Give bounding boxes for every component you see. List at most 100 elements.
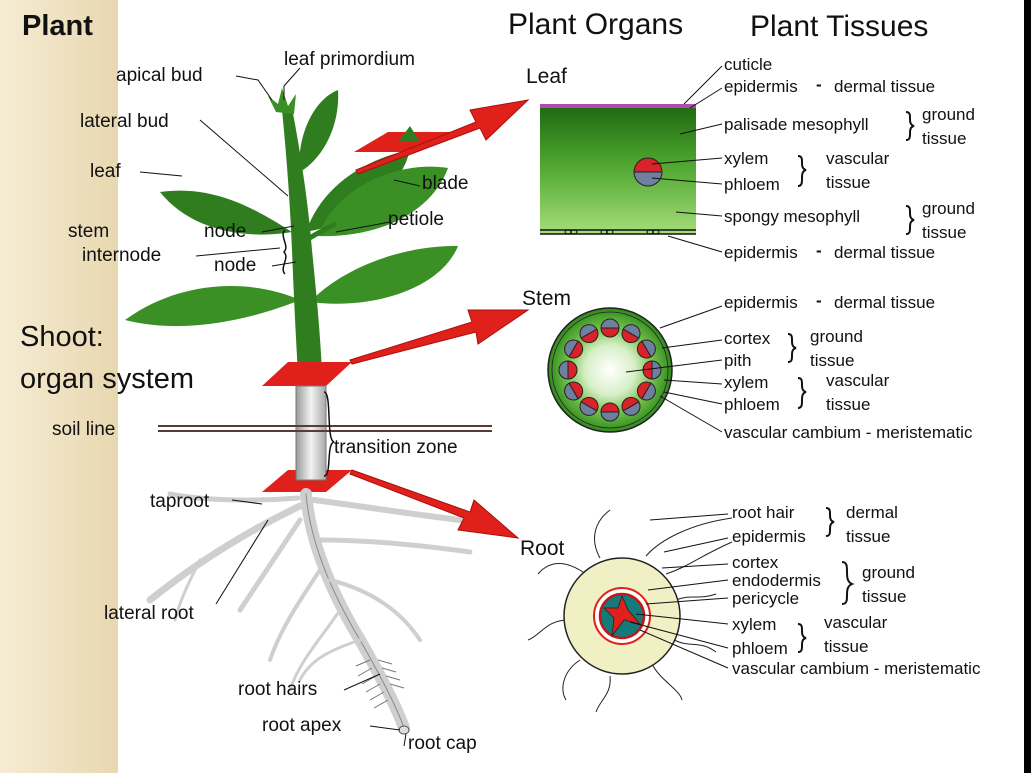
root-hair-label: root hair <box>732 503 795 522</box>
stem-xylem-half <box>580 396 599 412</box>
leaf-xylem <box>633 157 663 173</box>
leaf-vascular1-label: vascular <box>826 149 890 168</box>
node-upper-label: node <box>204 221 247 242</box>
stem-phloem-half <box>622 324 641 339</box>
petiole-shape <box>304 221 337 243</box>
spongy-label: spongy mesophyll <box>724 207 861 226</box>
organ-system-title: organ system <box>20 363 195 395</box>
leaf-dermal-top-label: dermal tissue <box>834 77 936 96</box>
stem-cambium-label: vascular cambium - meristematic <box>724 423 973 442</box>
root-epidermis-label: epidermis <box>732 527 806 546</box>
stem-epidermis-label: epidermis <box>724 293 798 312</box>
leaf-cross-section <box>540 104 696 235</box>
root-endodermis-label: endodermis <box>732 571 821 590</box>
leaf-vascular2-label: tissue <box>826 173 871 192</box>
arrow-to-leaf <box>355 99 530 175</box>
stem-xylem-label: xylem <box>724 373 769 392</box>
blade-label: blade <box>422 173 469 194</box>
root-phloem-label: phloem <box>732 639 788 658</box>
transition-zone-shape <box>295 385 327 481</box>
leaf-ground-b1-label: ground <box>922 199 975 218</box>
leaf-epidermis-top-label: epidermis <box>724 77 798 96</box>
root-cortex-label: cortex <box>732 553 779 572</box>
stem-cortex-label: cortex <box>724 329 771 348</box>
soil-line-label: soil line <box>52 419 116 440</box>
leaf-dash-top: - <box>816 75 822 94</box>
left-leaf <box>160 190 292 235</box>
stem-section-plate <box>262 362 352 386</box>
root-dermal2-label: tissue <box>846 527 891 546</box>
stem-xylem-half <box>568 340 584 359</box>
stem-xylem-half <box>567 360 578 380</box>
leaf-section-marker <box>398 126 420 142</box>
root-hairs-label: root hairs <box>238 679 318 700</box>
stem-dash: - <box>816 291 822 310</box>
stem-vascular1-label: vascular <box>826 371 890 390</box>
stem-xylem-half <box>580 328 599 344</box>
root-xylem-star <box>603 594 642 638</box>
stem-vascular-bundles <box>558 318 662 422</box>
root-leader-lines <box>629 513 729 669</box>
stomata-marks <box>564 229 660 235</box>
lower-right-leaf <box>310 245 458 304</box>
main-stem <box>282 108 322 372</box>
stem-phloem-half <box>600 411 620 422</box>
stem-phloem-label: phloem <box>724 395 780 414</box>
palisade-label: palisade mesophyll <box>724 115 869 134</box>
blade-leaf <box>318 166 448 237</box>
apical-bud-shape <box>268 88 296 114</box>
stem-phloem-half <box>558 360 569 380</box>
stem-cross-section <box>547 307 673 433</box>
root-apex-label: root apex <box>262 715 342 736</box>
root-vascular2-label: tissue <box>824 637 869 656</box>
taproot-label: taproot <box>150 491 210 512</box>
plant-leader-lines <box>139 67 421 747</box>
leaf-xylem-label: xylem <box>724 149 769 168</box>
stem-xylem-half <box>621 328 640 344</box>
lateral-root-label: lateral root <box>104 603 194 624</box>
root-ground2-label: tissue <box>862 587 907 606</box>
apical-bud-label: apical bud <box>116 65 203 86</box>
leaf-cuticle-label: cuticle <box>724 55 773 74</box>
arrow-to-stem <box>349 309 530 365</box>
root-organ-label: Root <box>520 537 565 560</box>
root-vascular1-label: vascular <box>824 613 888 632</box>
lateral-bud-label: lateral bud <box>80 111 169 132</box>
root-section-plate <box>262 470 352 492</box>
plant-title: Plant <box>22 10 93 42</box>
stem-phloem-half <box>600 318 620 329</box>
stem-phloem-half <box>641 339 656 358</box>
leaf-ground-a2-label: tissue <box>922 129 967 148</box>
root-pericycle-label: pericycle <box>732 589 800 608</box>
plant-organs-title: Plant Organs <box>508 8 684 41</box>
leaf-phloem <box>633 171 663 187</box>
stem-xylem-half <box>600 327 620 338</box>
leaf-dermal-bottom-label: dermal tissue <box>834 243 936 262</box>
root-system <box>146 488 473 734</box>
arrow-to-root <box>349 469 520 539</box>
stem-dermal-label: dermal tissue <box>834 293 936 312</box>
stem-xylem-half <box>621 396 640 412</box>
stem-xylem-half <box>642 360 653 380</box>
stem-organ-label: Stem <box>522 287 572 310</box>
root-ground1-label: ground <box>862 563 915 582</box>
stem-phloem-half <box>579 401 598 416</box>
leaf-body <box>540 108 696 234</box>
stem-phloem-half <box>622 401 641 416</box>
right-border <box>1024 0 1031 773</box>
node-lower-label: node <box>214 255 257 276</box>
root-dermal1-label: dermal <box>846 503 898 522</box>
stem-phloem-half <box>651 360 662 380</box>
root-hair-strands <box>527 509 733 713</box>
stem-leader-lines <box>625 305 723 433</box>
lower-left-leaf <box>125 286 300 327</box>
root-xylem-label: xylem <box>732 615 777 634</box>
braces <box>787 111 915 653</box>
stem-ground2-label: tissue <box>810 351 855 370</box>
cuticle-layer <box>540 104 696 108</box>
plant-tissues-title: Plant Tissues <box>750 10 929 43</box>
root-cross-section <box>527 509 733 713</box>
stem-xylem-half <box>636 340 652 359</box>
upper-left-leaf <box>299 90 339 172</box>
